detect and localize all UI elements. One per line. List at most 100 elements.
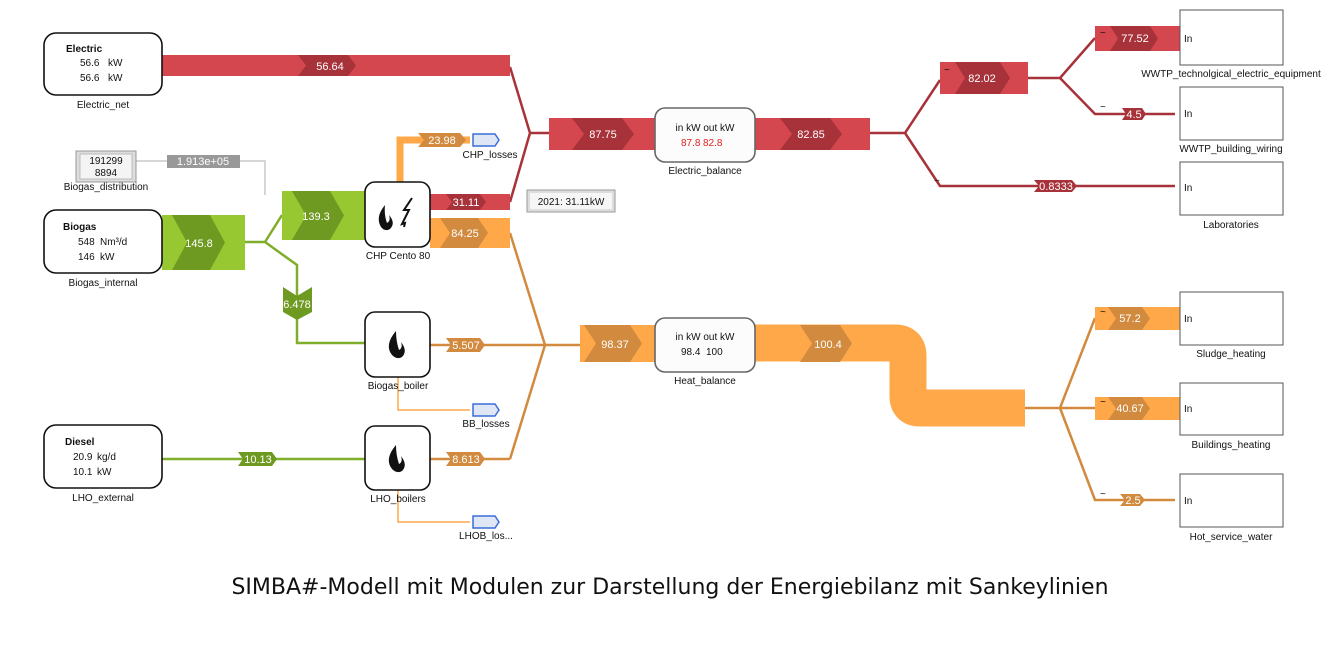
svg-text:kW: kW [100, 252, 115, 263]
svg-text:146: 146 [78, 252, 95, 263]
svg-text:Sludge_heating: Sludge_heating [1196, 349, 1266, 360]
flow-lho-heat: 8.613 [452, 454, 480, 466]
svg-text:WWTP_building_wiring: WWTP_building_wiring [1179, 144, 1282, 155]
flow-biogas: 145.8 [185, 238, 213, 250]
annotation-box: 2021: 31.11kW [526, 189, 616, 213]
flow-heat-out: 100.4 [814, 339, 842, 351]
biogas-boiler-unit[interactable]: Biogas_boiler [364, 311, 431, 392]
flow-boiler-in: 6.478 [283, 299, 311, 311]
flow-dist: 1.913e+05 [177, 156, 229, 168]
svg-text:~: ~ [1100, 489, 1106, 500]
svg-text:Biogas_internal: Biogas_internal [69, 278, 138, 289]
svg-text:98.4: 98.4 [681, 347, 701, 358]
bb-losses[interactable]: BB_losses [462, 403, 510, 430]
svg-text:In: In [1184, 496, 1192, 507]
flow-chp-loss: 23.98 [428, 135, 456, 147]
figure-caption: SIMBA#-Modell mit Modulen zur Darstellun… [231, 575, 1109, 600]
svg-text:In: In [1184, 404, 1192, 415]
chp-losses[interactable]: CHP_losses [462, 133, 518, 161]
flow-el-split: 82.02 [968, 73, 996, 85]
svg-text:191299: 191299 [89, 156, 123, 167]
svg-text:2021: 31.11kW: 2021: 31.11kW [538, 197, 605, 208]
svg-text:~: ~ [1100, 28, 1106, 39]
svg-text:In: In [1184, 314, 1192, 325]
flow-grid: 56.64 [316, 61, 344, 73]
diesel-source[interactable]: Diesel 20.9 kg/d 10.1 kW LHO_external [43, 424, 163, 504]
svg-text:~: ~ [1100, 397, 1106, 408]
svg-text:548: 548 [78, 237, 95, 248]
svg-text:In: In [1184, 183, 1192, 194]
svg-text:LHOB_los...: LHOB_los... [459, 531, 513, 542]
flow-wiring: 4.5 [1126, 109, 1141, 121]
svg-text:Electric_balance: Electric_balance [668, 166, 742, 177]
svg-text:Buildings_heating: Buildings_heating [1192, 440, 1271, 451]
svg-text:Diesel: Diesel [65, 437, 95, 448]
heat-balance[interactable]: in kW out kW 98.4 100 Heat_balance [654, 317, 756, 387]
flow-buildings: 40.67 [1116, 403, 1144, 415]
electric-balance[interactable]: in kW out kW 87.8 82.8 Electric_balance [654, 107, 756, 177]
svg-text:10.1: 10.1 [73, 467, 93, 478]
heat-connectors [430, 232, 1175, 502]
svg-text:kW: kW [108, 73, 123, 84]
svg-text:100: 100 [706, 347, 723, 358]
flow-chp-heat: 84.25 [451, 228, 479, 240]
heat-out-band [755, 324, 1025, 427]
flow-chp-in: 139.3 [302, 211, 330, 223]
chp-unit[interactable]: CHP Cento 80 [364, 181, 431, 262]
svg-text:in kW out kW: in kW out kW [676, 332, 735, 343]
svg-text:Heat_balance: Heat_balance [674, 376, 736, 387]
svg-text:20.9: 20.9 [73, 452, 93, 463]
flow-bb-heat: 5.507 [452, 340, 480, 352]
tilde-label: ~ [944, 65, 950, 76]
svg-text:8894: 8894 [95, 168, 118, 179]
svg-text:CHP_losses: CHP_losses [462, 150, 517, 161]
flow-heat-in: 98.37 [601, 339, 629, 351]
svg-text:WWTP_technolgical_electric_equ: WWTP_technolgical_electric_equipment [1141, 69, 1321, 80]
svg-text:In: In [1184, 34, 1192, 45]
svg-text:Laboratories: Laboratories [1203, 220, 1259, 231]
svg-text:LHO_external: LHO_external [72, 493, 134, 504]
svg-text:Biogas: Biogas [63, 222, 97, 233]
svg-text:Biogas_distribution: Biogas_distribution [64, 182, 149, 193]
flame-icon [388, 331, 405, 359]
svg-text:Electric_net: Electric_net [77, 100, 129, 111]
svg-text:BB_losses: BB_losses [462, 419, 509, 430]
biogas-distribution[interactable]: 191299 8894 Biogas_distribution [64, 150, 149, 193]
flow-el-out: 82.85 [797, 129, 825, 141]
flow-tech: 77.52 [1121, 33, 1149, 45]
svg-text:~: ~ [934, 176, 940, 187]
flow-sludge: 57.2 [1119, 313, 1140, 325]
flow-chp-el: 31.11 [453, 197, 480, 209]
flame-icon [378, 205, 393, 231]
flow-hot: 2.5 [1125, 495, 1140, 507]
flame-icon [388, 445, 405, 473]
flow-diesel: 10.13 [244, 454, 272, 466]
svg-text:kg/d: kg/d [97, 452, 116, 463]
lhob-losses[interactable]: LHOB_los... [459, 515, 513, 542]
loss-connectors [397, 377, 470, 523]
svg-text:87.8: 87.8 [681, 138, 701, 149]
svg-text:kW: kW [97, 467, 112, 478]
svg-text:82.8: 82.8 [703, 138, 723, 149]
svg-text:Hot_service_water: Hot_service_water [1190, 532, 1273, 543]
svg-text:CHP Cento 80: CHP Cento 80 [366, 251, 431, 262]
svg-text:Biogas_boiler: Biogas_boiler [368, 381, 429, 392]
svg-text:LHO_boilers: LHO_boilers [370, 494, 426, 505]
svg-text:56.6: 56.6 [80, 73, 100, 84]
svg-text:~: ~ [1100, 307, 1106, 318]
lho-boilers-unit[interactable]: LHO_boilers [364, 425, 431, 505]
flow-labs: 0.8333 [1039, 181, 1073, 193]
svg-text:56.6: 56.6 [80, 58, 100, 69]
electric-connectors [508, 37, 1175, 203]
flow-el-in: 87.75 [589, 129, 617, 141]
svg-text:In: In [1184, 109, 1192, 120]
